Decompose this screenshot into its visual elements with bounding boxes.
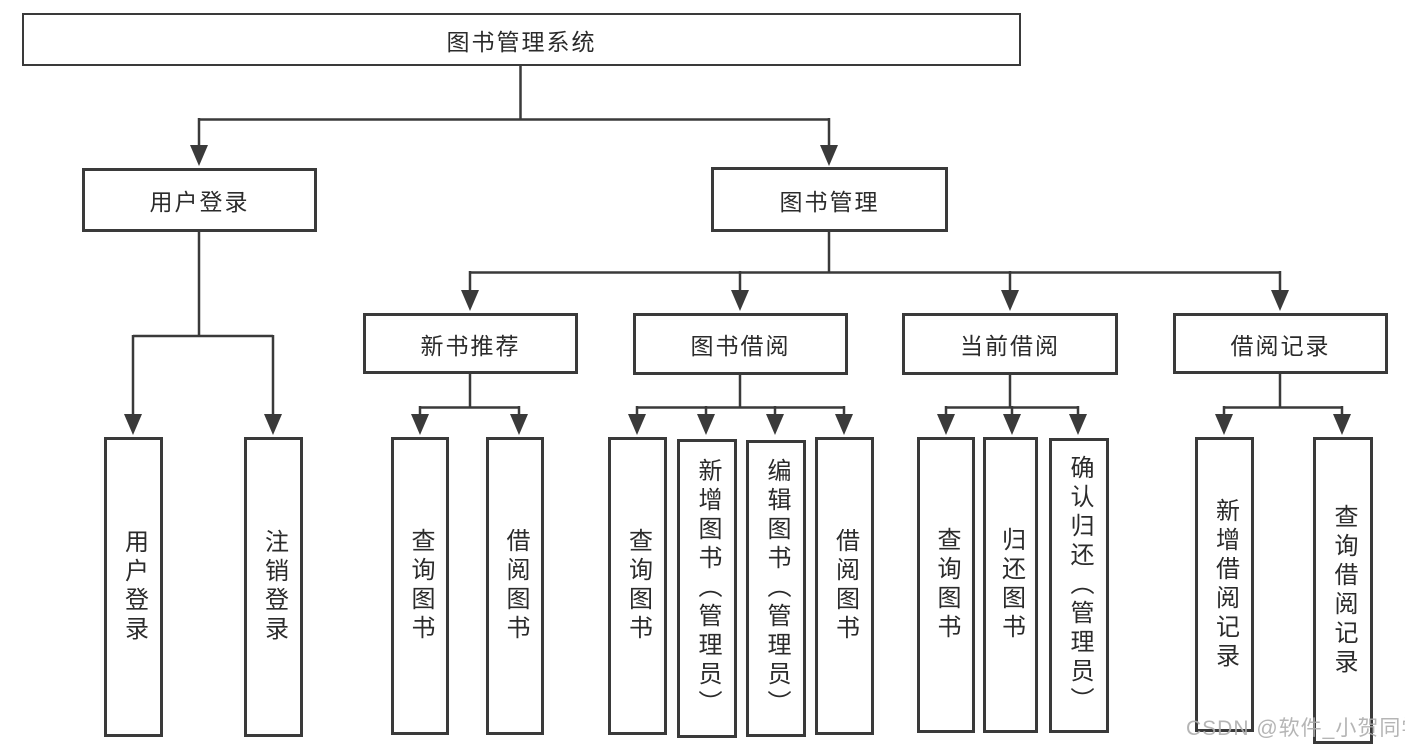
node-label: 查询图书 [407,528,434,644]
arrowhead [1271,290,1289,311]
wire-borrowrecord-to-children [1222,374,1344,417]
arrowhead [1333,414,1351,435]
node-label: 用户登录 [120,529,148,645]
node-cb-confirm-return-admin: 确认归还（管理员） [1049,438,1109,733]
wire-currentborrow-to-children [944,374,1080,417]
node-label: 当前借阅 [960,333,1060,359]
arrowhead [510,414,528,435]
wire-root-to-level2 [197,66,831,148]
node-nb-query-books: 查询图书 [391,437,449,735]
arrowhead [1003,414,1021,435]
node-label: 新增借阅记录 [1211,497,1239,672]
node-ul-logout: 注销登录 [244,437,303,737]
arrowhead [1069,414,1087,435]
arrowhead [820,145,838,166]
node-new-book-recommend: 新书推荐 [363,313,578,374]
node-label: 新书推荐 [420,332,521,359]
node-book-borrowing: 图书借阅 [633,313,848,375]
node-label: 注销登录 [260,529,288,645]
node-label: 借阅图书 [502,528,529,644]
node-br-add-record: 新增借阅记录 [1195,437,1254,732]
node-label: 归还图书 [997,527,1025,643]
node-label: 查询图书 [624,528,652,644]
node-bb-edit-books-admin: 编辑图书（管理员） [746,440,806,737]
node-label: 图书管理 [779,188,880,215]
node-bb-query-books: 查询图书 [608,437,667,735]
node-borrowing-records: 借阅记录 [1173,313,1388,374]
node-bb-borrow-books: 借阅图书 [815,437,874,735]
node-current-borrowing: 当前借阅 [902,313,1118,375]
arrowhead [697,414,715,435]
node-label: 新增图书（管理员） [694,458,721,719]
node-label: 图书管理系统 [446,28,597,55]
node-nb-borrow-books: 借阅图书 [486,437,544,735]
node-cb-query-books: 查询图书 [917,437,975,733]
arrowhead [731,290,749,311]
node-label: 确认归还（管理员） [1066,455,1093,716]
arrowhead [766,414,784,435]
wire-bookborrow-to-children [635,374,846,417]
arrowhead [124,414,142,435]
node-book-management: 图书管理 [711,167,948,232]
node-label: 查询借阅记录 [1330,503,1357,678]
node-user-login: 用户登录 [82,168,317,232]
node-ul-user-login: 用户登录 [104,437,163,737]
arrowhead [1215,414,1233,435]
node-label: 用户登录 [149,189,250,215]
node-label: 借阅图书 [831,528,859,644]
wire-newbook-to-children [418,374,521,417]
node-label: 借阅记录 [1230,332,1331,359]
wire-bookmgmt-to-level3 [468,232,1282,293]
arrowhead [835,414,853,435]
node-br-query-record: 查询借阅记录 [1313,437,1373,744]
arrowhead [190,145,208,166]
node-label: 图书借阅 [690,333,791,359]
node-label: 编辑图书（管理员） [763,458,790,719]
arrowhead [264,414,282,435]
arrowhead [937,414,955,435]
wire-userlogin-to-children [131,232,275,417]
arrowhead [461,290,479,311]
node-cb-return-books: 归还图书 [983,437,1038,733]
node-bb-add-books-admin: 新增图书（管理员） [677,439,737,738]
arrowhead [628,414,646,435]
csdn-watermark: CSDN @软件_小贺同学 [1186,717,1405,740]
node-label: 查询图书 [933,527,960,643]
node-library-management-system: 图书管理系统 [22,13,1021,66]
arrowhead [411,414,429,435]
arrowhead [1001,290,1019,311]
